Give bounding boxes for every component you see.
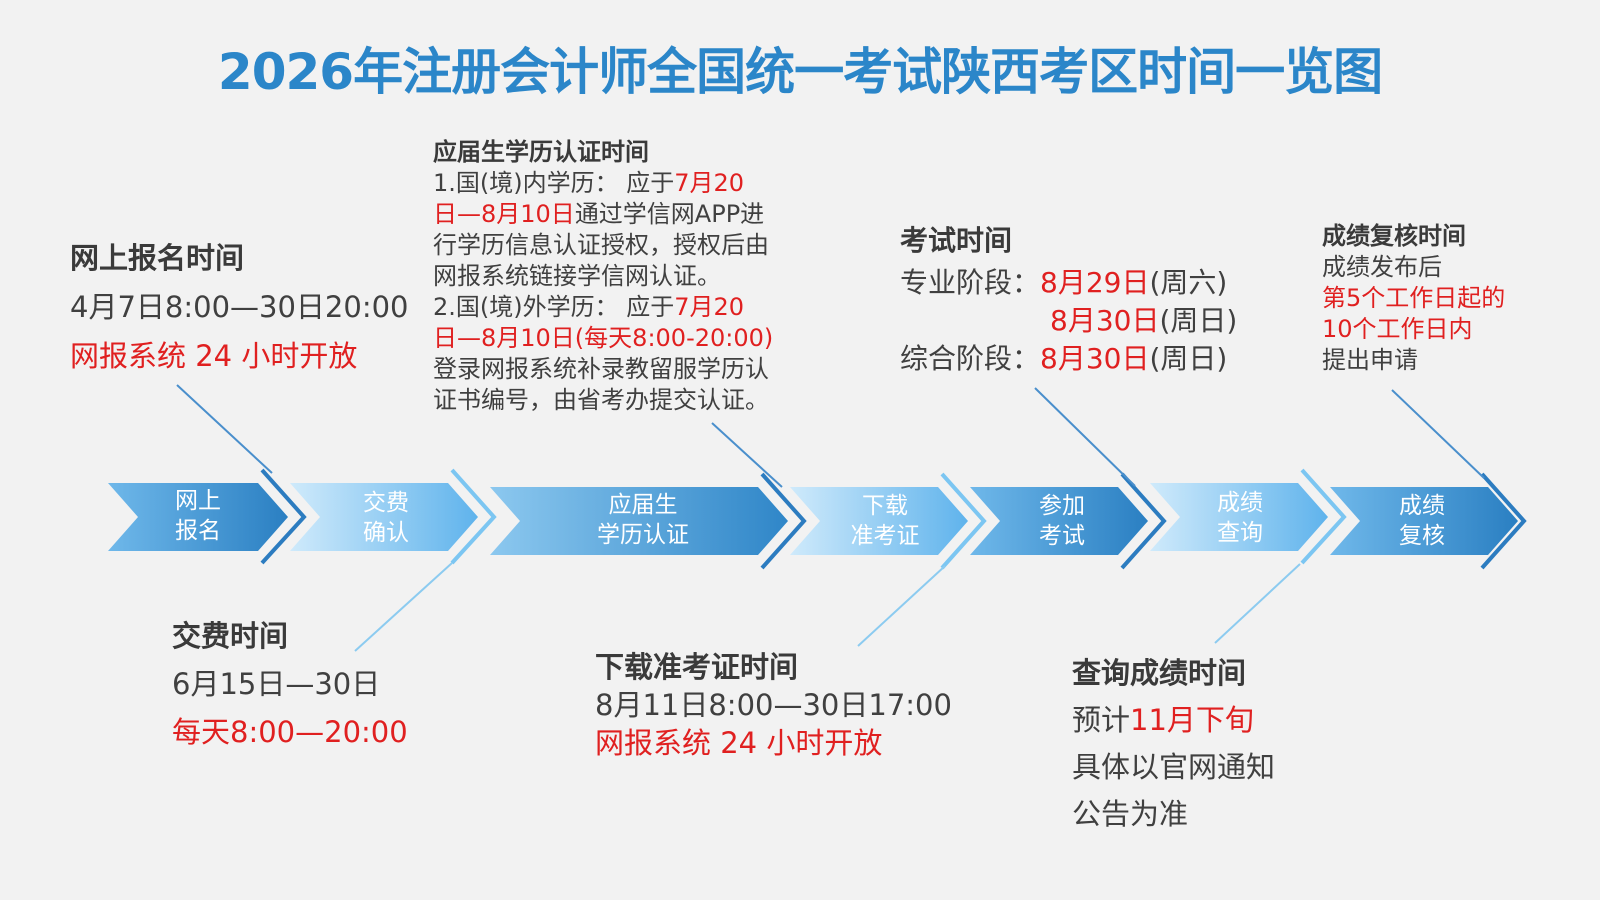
text: 专业阶段：	[900, 266, 1041, 299]
step-label-line: 下载	[862, 493, 908, 519]
connector-download	[857, 565, 946, 647]
info-review-heading: 成绩复核时间	[1322, 222, 1466, 250]
step-label-pay: 交费 确认	[336, 488, 436, 548]
step-label-query: 成绩 查询	[1190, 488, 1290, 548]
connector-review	[1391, 389, 1485, 479]
step-label-review: 成绩 复核	[1372, 491, 1472, 551]
info-download: 下载准考证时间 8月11日8:00—30日17:00 网报系统 24 小时开放	[595, 648, 952, 762]
step-label-line: 复核	[1399, 523, 1445, 549]
chevron-graduate	[490, 487, 788, 555]
info-graduate-p2-line2: 日—8月10日(每天8:00-20:00)	[433, 324, 774, 352]
text: 11月下旬	[1130, 703, 1254, 737]
step-label-line: 应届生	[608, 492, 678, 518]
info-exam-prof-line2: 8月30日(周日)	[900, 302, 1237, 340]
info-graduate-p2-line3: 登录网报系统补录教留服学历认	[433, 355, 769, 383]
text: (周日)	[1149, 342, 1228, 375]
info-pay-date: 6月15日—30日	[172, 667, 381, 701]
info-graduate-p2-line1: 2.国(境)外学历： 应于7月20	[433, 292, 773, 323]
chevron-download	[790, 487, 968, 555]
info-query-line2: 具体以官网通知	[1072, 750, 1276, 784]
chevron-exam	[970, 487, 1148, 555]
info-pay: 交费时间 6月15日—30日 每天8:00—20:00	[172, 612, 408, 756]
info-register-note: 网报系统 24 小时开放	[70, 339, 358, 373]
step-label-line: 参加	[1039, 493, 1085, 519]
accent-graduate	[760, 472, 807, 570]
info-exam-prof-line1: 专业阶段：8月29日(周六)	[900, 264, 1237, 302]
text: 7月20	[674, 293, 745, 321]
step-label-line: 学历认证	[597, 522, 689, 548]
info-review-red1: 第5个工作日起的	[1322, 284, 1506, 312]
accent-review	[1480, 472, 1527, 570]
connector-query	[1214, 563, 1301, 644]
step-label-line: 准考证	[850, 523, 920, 549]
info-review-line2: 提出申请	[1322, 346, 1418, 374]
page-title: 2026年注册会计师全国统一考试陕西考区时间一览图	[217, 43, 1383, 101]
info-review-red2: 10个工作日内	[1322, 315, 1473, 343]
step-label-line: 成绩	[1217, 490, 1263, 516]
chevron-query	[1150, 483, 1328, 551]
info-query-heading: 查询成绩时间	[1072, 656, 1247, 690]
connector-graduate	[711, 422, 783, 488]
info-pay-heading: 交费时间	[172, 619, 289, 653]
info-pay-hours: 每天8:00—20:00	[172, 715, 408, 749]
text: 8月30日	[1050, 304, 1160, 337]
step-label-line: 交费	[363, 490, 409, 516]
info-graduate-heading: 应届生学历认证时间	[433, 138, 649, 166]
info-exam-comp-line: 综合阶段：8月30日(周日)	[900, 340, 1237, 378]
connector-pay	[354, 562, 453, 652]
text: 7月20	[674, 169, 745, 197]
text: 8月29日	[1040, 266, 1150, 299]
info-review-line1: 成绩发布后	[1322, 253, 1442, 281]
chevron-review	[1330, 487, 1518, 555]
text: (周日)	[1159, 304, 1238, 337]
step-label-line: 网上	[175, 488, 221, 514]
accent-download	[940, 472, 987, 570]
info-download-note: 网报系统 24 小时开放	[595, 726, 883, 760]
info-query-line1: 预计11月下旬	[1072, 697, 1275, 744]
text: 1.国(境)内学历： 应于	[433, 169, 675, 197]
connector-exam	[1034, 387, 1136, 487]
info-query: 查询成绩时间 预计11月下旬 具体以官网通知 公告为准	[1072, 650, 1275, 838]
info-graduate-p1-line1: 1.国(境)内学历： 应于7月20	[433, 168, 773, 199]
info-graduate-p1-line3: 行学历信息认证授权，授权后由	[433, 231, 769, 259]
info-review: 成绩复核时间 成绩发布后 第5个工作日起的 10个工作日内 提出申请	[1322, 221, 1505, 376]
step-label-exam: 参加 考试	[1012, 491, 1112, 551]
info-register: 网上报名时间 4月7日8:00—30日20:00 网报系统 24 小时开放	[70, 234, 409, 381]
step-label-graduate: 应届生 学历认证	[578, 490, 708, 550]
step-label-line: 查询	[1217, 520, 1263, 546]
text: 综合阶段：	[900, 342, 1041, 375]
chevron-pay	[290, 483, 478, 551]
text: 2.国(境)外学历： 应于	[433, 293, 675, 321]
step-label-register: 网上 报名	[148, 486, 248, 546]
info-register-heading: 网上报名时间	[70, 241, 245, 275]
info-register-date: 4月7日8:00—30日20:00	[70, 290, 409, 324]
accent-exam	[1120, 472, 1167, 570]
step-label-line: 确认	[363, 520, 409, 546]
info-exam-heading: 考试时间	[900, 224, 1013, 257]
accent-register	[260, 468, 307, 565]
info-graduate-p2-line4: 证书编号，由省考办提交认证。	[433, 386, 769, 414]
accent-pay	[450, 468, 497, 565]
step-label-line: 考试	[1039, 523, 1085, 549]
info-graduate-p1-line4: 网报系统链接学信网认证。	[433, 262, 721, 290]
step-label-line: 报名	[175, 518, 221, 544]
info-exam: 考试时间 专业阶段：8月29日(周六) 8月30日(周日) 综合阶段：8月30日…	[900, 222, 1237, 378]
step-label-line: 成绩	[1399, 493, 1445, 519]
connector-register	[176, 384, 273, 474]
chevron-register	[108, 483, 288, 551]
text: 日—8月10日	[433, 200, 575, 228]
info-graduate-p1-line2: 日—8月10日通过学信网APP进	[433, 199, 773, 230]
info-graduate: 应届生学历认证时间 1.国(境)内学历： 应于7月20 日—8月10日通过学信网…	[433, 137, 773, 416]
info-query-line3: 公告为准	[1072, 797, 1189, 831]
accent-query	[1300, 468, 1347, 565]
info-download-date: 8月11日8:00—30日17:00	[595, 688, 952, 722]
text: 通过学信网APP进	[574, 200, 765, 228]
step-label-download: 下载 准考证	[830, 491, 940, 551]
text: 8月30日	[1040, 342, 1150, 375]
info-download-heading: 下载准考证时间	[595, 650, 799, 684]
text: 预计	[1072, 703, 1131, 737]
text: (周六)	[1149, 266, 1228, 299]
